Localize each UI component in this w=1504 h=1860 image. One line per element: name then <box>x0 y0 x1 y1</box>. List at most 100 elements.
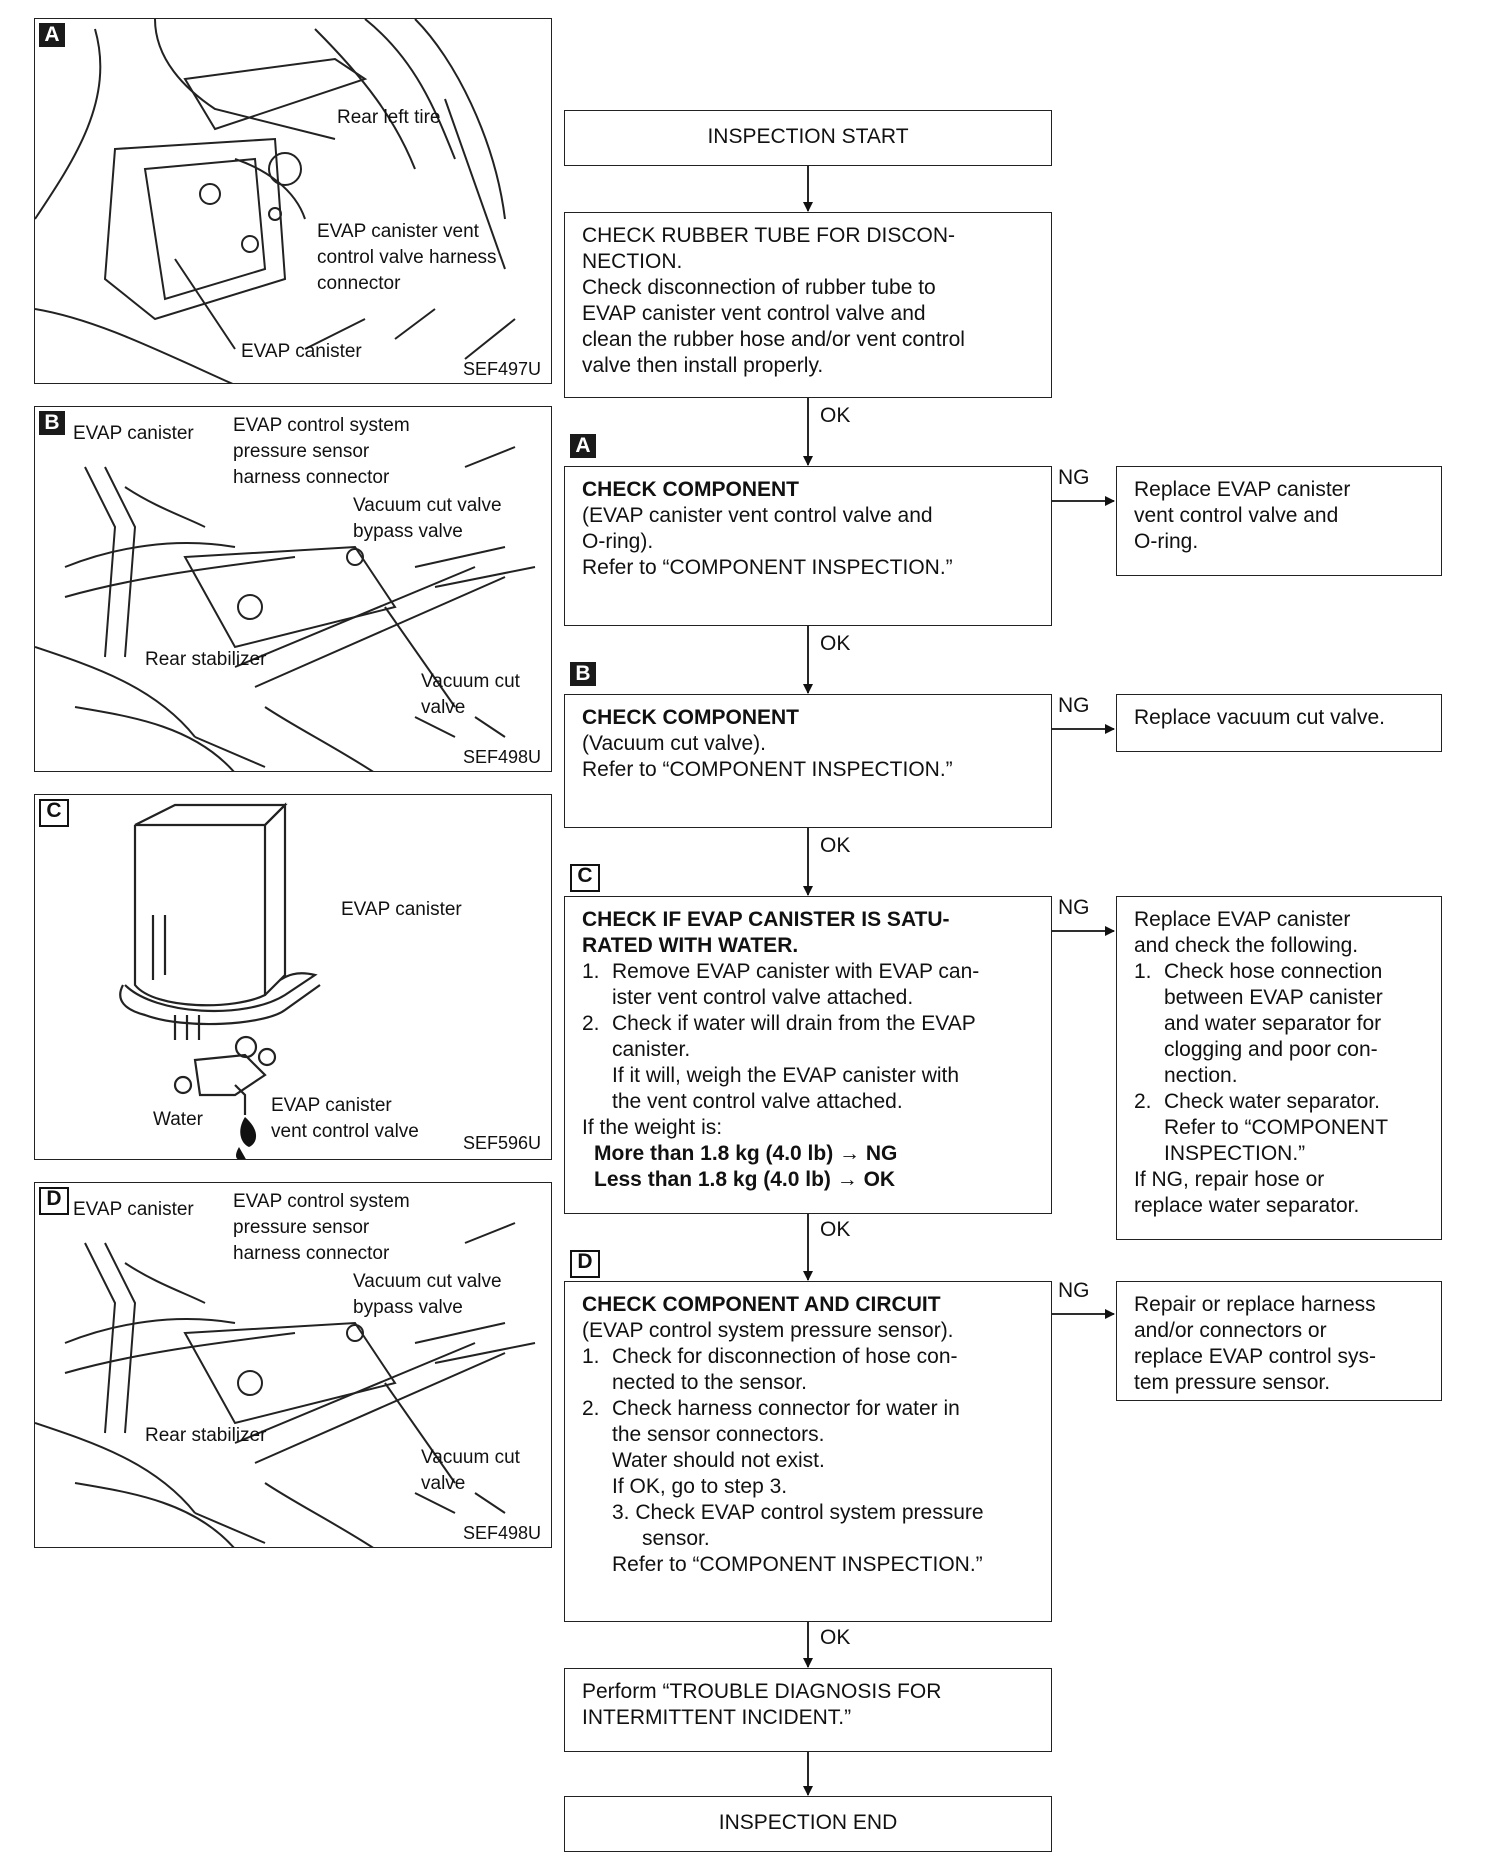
figure-d-label-system-3: harness connector <box>233 1243 390 1264</box>
figure-d-label-bypass-1: Vacuum cut valve <box>353 1271 502 1292</box>
ok-label-d: OK <box>820 1626 851 1649</box>
step-d-refer: Refer to “COMPONENT INSPECTION.” <box>612 1553 983 1576</box>
step-d-item-2-line-3: Water should not exist. <box>612 1449 825 1472</box>
step-c-ng-intro-1: Replace EVAP canister <box>1134 908 1351 931</box>
step-d-intro: (EVAP control system pressure sensor). <box>582 1319 954 1342</box>
figure-c-label-evap-canister: EVAP canister <box>341 899 462 920</box>
ng-label-d: NG <box>1058 1279 1090 1302</box>
figure-a-ref: SEF497U <box>463 359 542 379</box>
figure-d-panel: D EVAP canister EVAP control system pres… <box>34 1182 552 1548</box>
step-d-ng-box: Repair or replace harness and/or connect… <box>1116 1281 1442 1401</box>
inspection-start-text: INSPECTION START <box>707 125 909 148</box>
step-a-ng-2: vent control valve and <box>1134 504 1339 527</box>
step-c-tag: C <box>570 864 600 892</box>
figure-c-drawing <box>119 802 321 1159</box>
step-d-box: CHECK COMPONENT AND CIRCUIT (EVAP contro… <box>564 1281 1052 1622</box>
step-b-body-1: (Vacuum cut valve). <box>582 732 767 755</box>
step-c-box: CHECK IF EVAP CANISTER IS SATU- RATED WI… <box>564 896 1052 1214</box>
figure-b-label-system-3: harness connector <box>233 467 390 488</box>
step-c-ng-item-1-number: 1. <box>1134 960 1152 983</box>
step-d-item-2-line-2: the sensor connectors. <box>612 1423 825 1446</box>
step-c-weight-more: More than 1.8 kg (4.0 lb) → NG <box>594 1142 898 1165</box>
check-rubber-tube-body-2: EVAP canister vent control valve and <box>582 302 926 325</box>
step-a-tag: A <box>570 434 596 458</box>
figure-c-ref: SEF596U <box>463 1133 542 1153</box>
figure-b-label-vacuum-cut-2: valve <box>421 697 466 718</box>
check-rubber-tube-body-3: clean the rubber hose and/or vent contro… <box>582 328 965 351</box>
figure-d-label-evap-canister: EVAP canister <box>73 1199 194 1220</box>
step-d-item-2-line-1: Check harness connector for water in <box>612 1397 960 1420</box>
step-d-item-2-line-4: If OK, go to step 3. <box>612 1475 788 1498</box>
step-d-ng-3: replace EVAP control sys- <box>1134 1345 1376 1368</box>
figure-c-label-vent-2: vent control valve <box>271 1121 419 1142</box>
step-b-box: CHECK COMPONENT (Vacuum cut valve). Refe… <box>564 694 1052 828</box>
step-c-item-2-line-3: If it will, weigh the EVAP canister with <box>612 1064 960 1087</box>
figure-c-label-vent-1: EVAP canister <box>271 1095 392 1116</box>
step-d-ng-1: Repair or replace harness <box>1134 1293 1376 1316</box>
figure-d-label-system-1: EVAP control system <box>233 1191 410 1212</box>
figure-b-label-system-1: EVAP control system <box>233 415 410 436</box>
step-c-item-1-line-1: Remove EVAP canister with EVAP can- <box>612 960 980 983</box>
step-a-body-3: Refer to “COMPONENT INSPECTION.” <box>582 556 953 579</box>
step-c-item-2-line-2: canister. <box>612 1038 691 1061</box>
figure-a-label-vent-3: connector <box>317 273 401 294</box>
step-d-item-3-line-1: 3. Check EVAP control system pressure <box>612 1501 984 1524</box>
step-a-ng-box: Replace EVAP canister vent control valve… <box>1116 466 1442 576</box>
step-c-ng-tail-2: replace water separator. <box>1134 1194 1360 1217</box>
ng-label-b: NG <box>1058 694 1090 717</box>
check-rubber-tube-title-2: NECTION. <box>582 250 683 273</box>
step-c-item-2-line-1: Check if water will drain from the EVAP <box>612 1012 976 1035</box>
perform-trouble-diagnosis-box: Perform “TROUBLE DIAGNOSIS FOR INTERMITT… <box>564 1668 1052 1752</box>
step-c-title-2: RATED WITH WATER. <box>582 934 799 957</box>
step-d-ng-4: tem pressure sensor. <box>1134 1371 1331 1394</box>
inspection-end-box: INSPECTION END <box>564 1796 1052 1852</box>
step-c-ng-item-1: 1. Check hose connection between EVAP ca… <box>1134 959 1435 1089</box>
figure-b-drawing <box>35 446 536 771</box>
figure-c-tag: C <box>39 799 69 827</box>
figure-b-label-bypass-2: bypass valve <box>353 521 463 542</box>
ok-label-a: OK <box>820 632 851 655</box>
step-c-ng-item-1-line-2: between EVAP canister <box>1164 986 1383 1009</box>
step-d-item-1-line-1: Check for disconnection of hose con- <box>612 1345 958 1368</box>
figure-d-label-bypass-2: bypass valve <box>353 1297 463 1318</box>
figure-b-ref: SEF498U <box>463 747 542 767</box>
perform-line-2: INTERMITTENT INCIDENT.” <box>582 1706 852 1729</box>
figure-d-ref: SEF498U <box>463 1523 542 1543</box>
check-rubber-tube-body-4: valve then install properly. <box>582 354 824 377</box>
step-d-item-3-line-2: sensor. <box>642 1527 710 1550</box>
step-c-ng-item-1-line-1: Check hose connection <box>1164 960 1383 983</box>
figure-c-panel: C EVAP canister EVAP canister vent contr… <box>34 794 552 1160</box>
inspection-end-text: INSPECTION END <box>718 1811 898 1834</box>
step-d-ng-2: and/or connectors or <box>1134 1319 1327 1342</box>
figure-d-label-rear-stabilizer: Rear stabilizer <box>145 1425 267 1446</box>
step-d-title: CHECK COMPONENT AND CIRCUIT <box>582 1293 941 1316</box>
step-d-item-2-number: 2. <box>582 1397 600 1420</box>
figure-a-label-vent-2: control valve harness <box>317 247 497 268</box>
step-b-title: CHECK COMPONENT <box>582 706 800 729</box>
figure-a-panel: A Rear left tire EVAP canister vent cont… <box>34 18 552 384</box>
step-d-item-1: 1. Check for disconnection of hose con- … <box>582 1344 1041 1396</box>
figure-b-tag: B <box>39 411 65 435</box>
figure-a-label-evap-canister: EVAP canister <box>241 341 362 362</box>
step-b-ng-box: Replace vacuum cut valve. <box>1116 694 1442 752</box>
step-c-ng-box: Replace EVAP canister and check the foll… <box>1116 896 1442 1240</box>
step-a-body-2: O-ring). <box>582 530 654 553</box>
ok-label-rubber: OK <box>820 404 851 427</box>
step-c-ng-item-2-line-2: Refer to “COMPONENT <box>1164 1116 1389 1139</box>
figure-d-tag: D <box>39 1187 69 1215</box>
step-d-item-1-number: 1. <box>582 1345 600 1368</box>
step-c-ng-item-2-line-3: INSPECTION.” <box>1164 1142 1306 1165</box>
step-c-ng-item-2: 2. Check water separator. Refer to “COMP… <box>1134 1089 1435 1167</box>
inspection-start-box: INSPECTION START <box>564 110 1052 166</box>
step-c-weight-less: Less than 1.8 kg (4.0 lb) → OK <box>594 1168 896 1191</box>
step-c-item-1: 1. Remove EVAP canister with EVAP can- i… <box>582 959 1041 1011</box>
figure-d-label-vacuum-cut-1: Vacuum cut <box>421 1447 520 1468</box>
step-c-title-1: CHECK IF EVAP CANISTER IS SATU- <box>582 908 950 931</box>
check-rubber-tube-body-1: Check disconnection of rubber tube to <box>582 276 936 299</box>
step-c-item-2-number: 2. <box>582 1012 600 1035</box>
step-c-ng-intro-2: and check the following. <box>1134 934 1359 957</box>
figure-a-tag: A <box>39 23 65 47</box>
ng-label-c: NG <box>1058 896 1090 919</box>
step-c-item-1-line-2: ister vent control valve attached. <box>612 986 914 1009</box>
